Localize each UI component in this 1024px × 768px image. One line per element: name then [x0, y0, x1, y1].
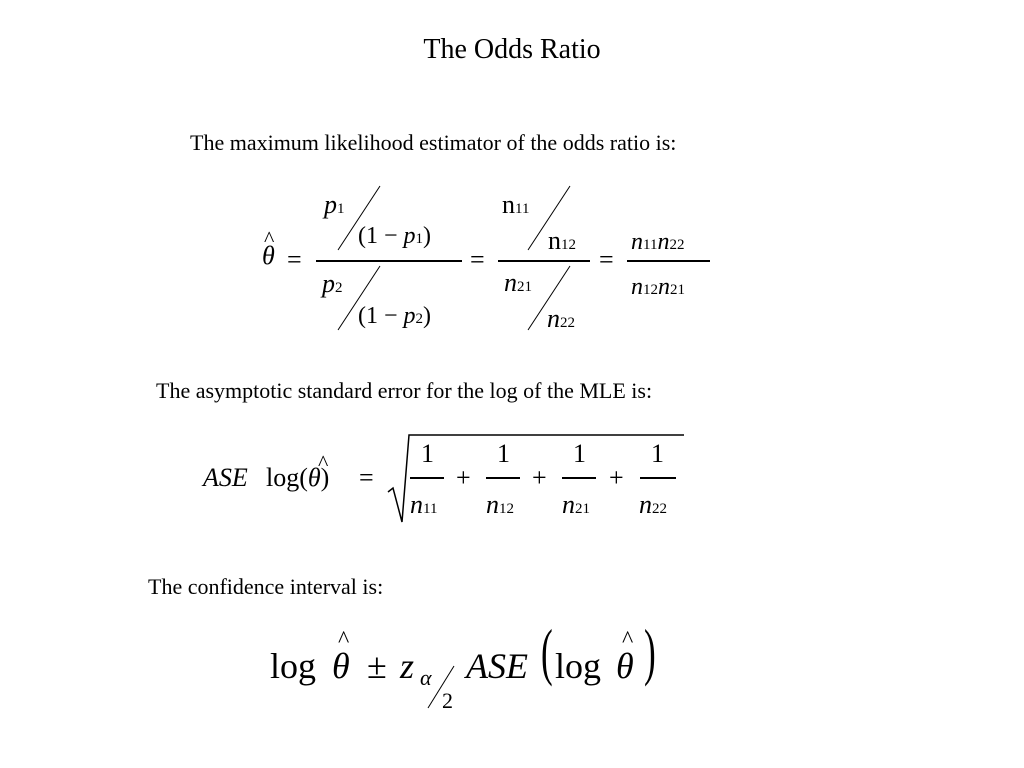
- one-numerator-1: 1: [421, 439, 434, 468]
- fraction-bar-7: [640, 477, 676, 479]
- n21-denominator: n21: [562, 490, 590, 519]
- fraction-bar-5: [486, 477, 520, 479]
- plus-sign-1: +: [456, 463, 471, 492]
- plus-minus-sign: ±: [367, 646, 387, 686]
- equals-sign-1: =: [287, 245, 302, 274]
- plus-sign-3: +: [609, 463, 624, 492]
- z-symbol: z: [400, 646, 415, 686]
- radical-sign: [387, 434, 684, 523]
- fraction-bar-4: [410, 477, 444, 479]
- log-theta-hat: log(θ): [266, 463, 330, 492]
- slide-title: The Odds Ratio: [423, 34, 601, 65]
- mle-intro-text: The maximum likelihood estimator of the …: [190, 130, 677, 155]
- n12-denominator: n12: [486, 490, 514, 519]
- ase-intro-text: The asymptotic standard error for the lo…: [156, 378, 653, 403]
- equals-sign-2: =: [470, 245, 485, 274]
- slash-n11: [527, 185, 571, 251]
- hat-accent: ^: [264, 226, 275, 251]
- ase-symbol: ASE: [203, 463, 248, 492]
- n11-top: n11: [502, 190, 530, 219]
- theta-hat-ci: θ: [332, 646, 350, 686]
- fraction-bar-3: [627, 260, 710, 262]
- theta-hat-inner: θ: [616, 646, 634, 686]
- plus-sign-2: +: [532, 463, 547, 492]
- ase-symbol-ci: ASE: [466, 646, 528, 686]
- slash-n21: [527, 265, 571, 331]
- equals-sign-3: =: [599, 245, 614, 274]
- hat-accent-2: ^: [318, 450, 329, 475]
- log-term-inner: log: [555, 646, 602, 686]
- one-numerator-2: 1: [497, 439, 510, 468]
- n11-denominator: n11: [410, 490, 438, 519]
- denominator-n12-n21: n12n21: [631, 274, 685, 300]
- one-minus-p1: (1 − p1): [358, 223, 432, 249]
- fraction-bar-1: [316, 260, 462, 262]
- right-paren-big: ): [644, 616, 656, 687]
- slash-alpha: [427, 665, 455, 709]
- two-subscript: 2: [442, 688, 453, 713]
- one-minus-p2: (1 − p2): [358, 303, 432, 329]
- one-numerator-4: 1: [651, 439, 664, 468]
- fraction-bar-6: [562, 477, 596, 479]
- equals-sign-4: =: [359, 463, 374, 492]
- numerator-n11-n22: n11n22: [631, 229, 685, 255]
- theta-hat-symbol: θ: [262, 241, 275, 270]
- ci-intro-text: The confidence interval is:: [148, 574, 384, 599]
- hat-accent-4: ^: [622, 627, 634, 653]
- fraction-bar-2: [498, 260, 590, 262]
- slash-p2: [337, 265, 381, 331]
- hat-accent-3: ^: [338, 627, 350, 653]
- slash-p1: [337, 185, 381, 251]
- n21-bottom: n21: [504, 268, 532, 297]
- n22-bottom: n22: [547, 304, 575, 333]
- left-paren-big: (: [541, 616, 553, 687]
- one-numerator-3: 1: [573, 439, 586, 468]
- n12-top: n12: [548, 226, 576, 255]
- alpha-subscript: α: [420, 665, 432, 690]
- log-term: log: [270, 646, 317, 686]
- n22-denominator: n22: [639, 490, 667, 519]
- p1-top: p1: [324, 190, 345, 219]
- p2-bottom: p2: [322, 269, 343, 298]
